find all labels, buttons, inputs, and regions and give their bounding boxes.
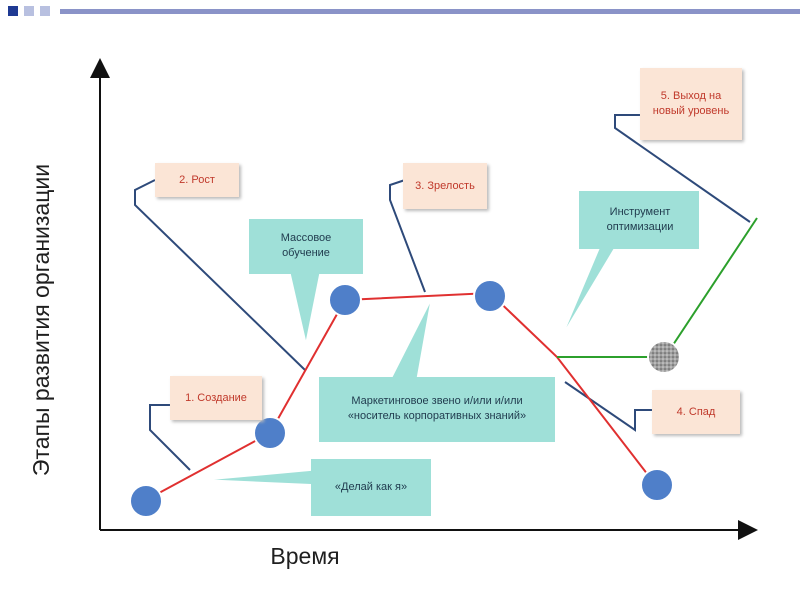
decor-square-2 [24, 6, 34, 16]
growth-path [145, 291, 656, 501]
callout-do-as-i-do: «Делай как я» [334, 481, 408, 493]
callout-marketing-unit: Маркетинговое звено и/или и/или «носител… [347, 395, 527, 422]
stage-label-creation: 1. Создание [170, 376, 262, 420]
stage-label-new-level: 5. Выход на новый уровень [640, 68, 742, 140]
node-growth [253, 416, 287, 450]
leader-stage-1 [149, 404, 191, 471]
node-optimization [647, 340, 681, 374]
title-bar-decoration [0, 0, 800, 22]
node-maturity-end [473, 279, 507, 313]
leader-stage-3 [389, 179, 426, 293]
stage-label-growth: 2. Рост [155, 163, 239, 197]
x-axis-label: Время [270, 543, 340, 569]
node-decline [640, 468, 674, 502]
leader-stage-5 [614, 114, 751, 223]
callout-mass-training-shape [247, 217, 365, 346]
leader-stage-2 [134, 179, 306, 371]
callout-mass-training: Массовое обучение [280, 232, 332, 259]
callout-marketing-unit-shape [317, 296, 557, 444]
callout-optimization-tool: Инструмент оптимизации [606, 206, 674, 233]
decor-band [60, 9, 800, 14]
stage-label-decline: 4. Спад [652, 390, 740, 434]
callout-do-as-i-do-shape [199, 457, 433, 518]
decor-square-3 [40, 6, 50, 16]
y-axis-label: Этапы развития организации [28, 163, 54, 477]
stage-label-maturity: 3. Зрелость [403, 163, 487, 209]
decor-square-1 [8, 6, 18, 16]
leader-stage-4 [564, 381, 655, 432]
node-creation [129, 484, 163, 518]
callout-optimization-tool-shape [559, 189, 701, 341]
node-maturity-start [328, 283, 362, 317]
